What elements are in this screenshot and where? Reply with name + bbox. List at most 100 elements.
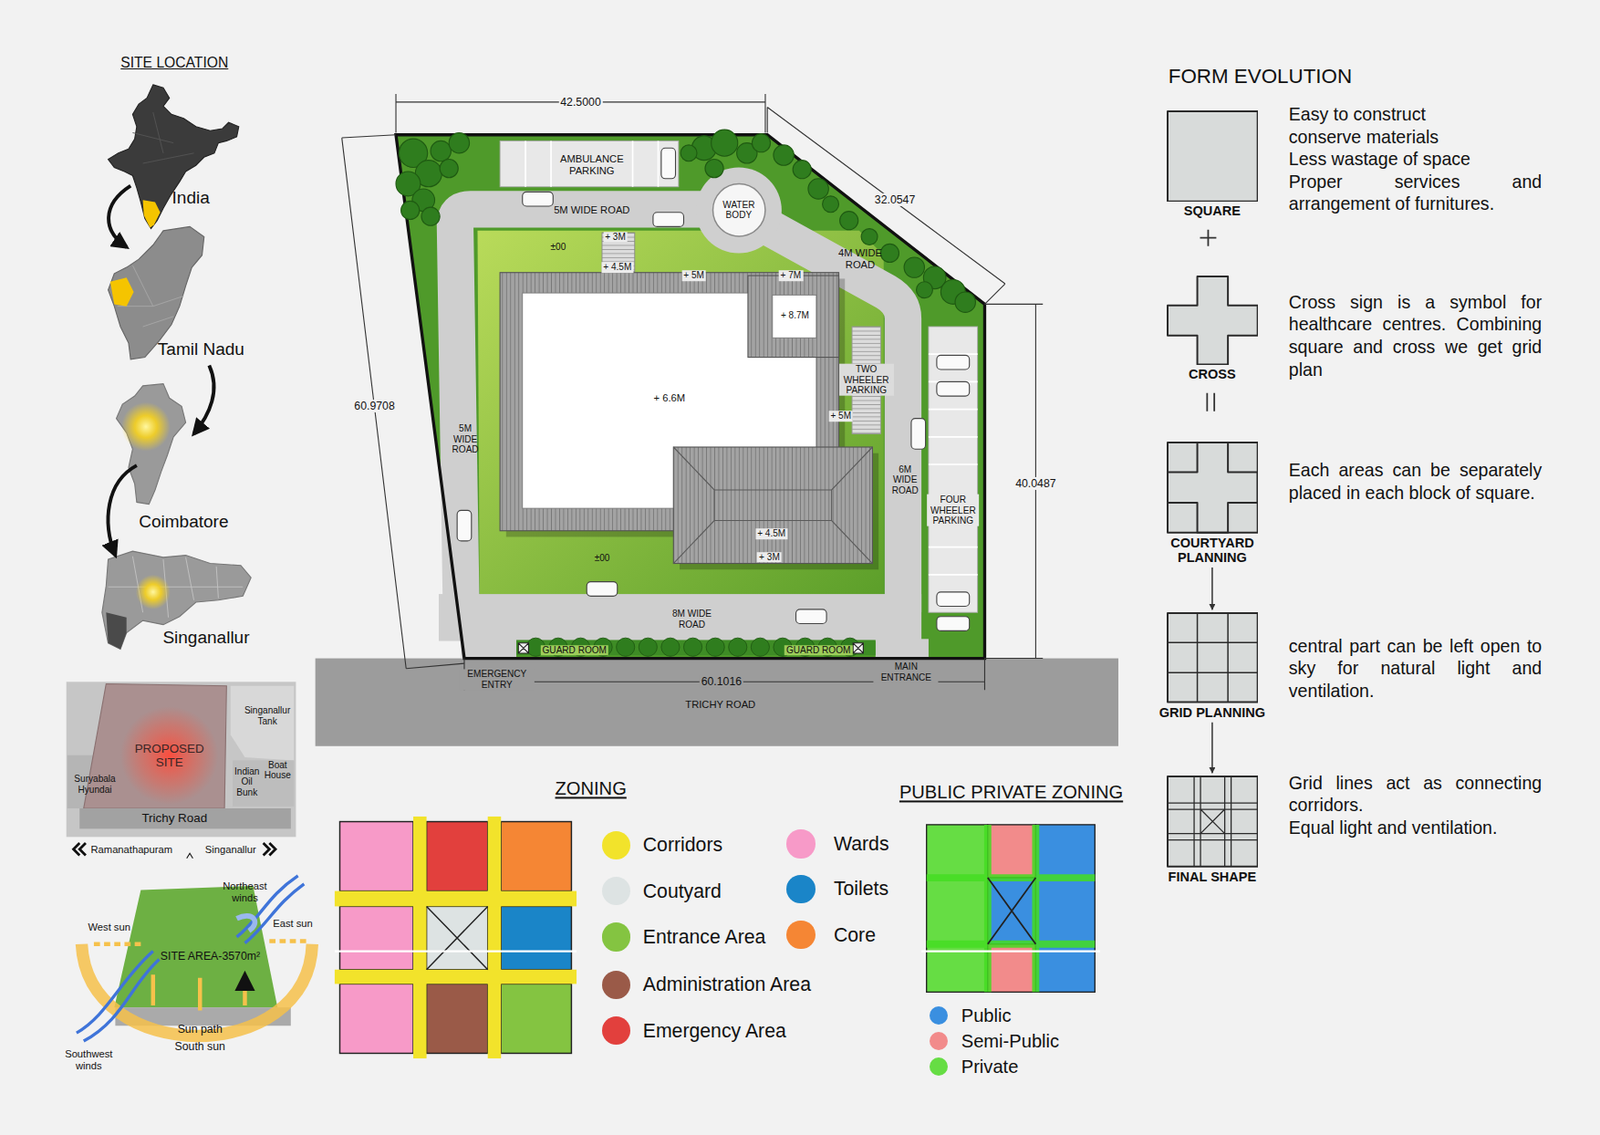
legend-swatch: [786, 829, 815, 858]
legend-swatch: [602, 922, 631, 951]
cross-outline: [1167, 276, 1258, 364]
site-plan: [499, 140, 679, 187]
level-label: + 6.6M: [654, 392, 686, 405]
form-shape-shape: [1166, 612, 1259, 704]
level-label: ±00: [594, 552, 611, 564]
legend-text: Wards: [833, 832, 890, 856]
site-plan: [673, 446, 873, 564]
legend-swatch: [602, 1016, 631, 1045]
road-label: TRICHY ROAD: [685, 697, 756, 710]
tree: [448, 132, 469, 153]
tree: [808, 178, 829, 199]
road-label: 4M WIDE ROAD: [834, 247, 886, 271]
section-heading: FORM EVOLUTION: [1168, 64, 1352, 89]
car: [936, 381, 970, 396]
tree: [773, 145, 794, 166]
tree: [822, 196, 840, 213]
tree: [840, 211, 859, 230]
tree: [861, 228, 878, 246]
legend-text: Entrance Area: [643, 924, 767, 948]
climate-label: Sun path: [177, 1021, 223, 1035]
site-plan: [673, 446, 873, 564]
site-plan: [477, 230, 884, 594]
car: [911, 418, 926, 450]
level-label: + 3M: [602, 231, 628, 243]
description-text: Grid lines act as connecting corridors.: [1288, 771, 1542, 817]
map-label: PROPOSED SITE: [128, 740, 210, 769]
form-shape-shape: [1166, 275, 1259, 365]
dimension-label: 32.0547: [872, 193, 917, 207]
legend-text: Administration Area: [643, 973, 811, 997]
final-outline: [1167, 776, 1258, 867]
climate-label: West sun: [87, 920, 130, 933]
courtyard-outline: [1167, 442, 1258, 533]
legend-swatch: [602, 876, 631, 905]
node-label: WATER BODY: [716, 199, 760, 220]
zoning-grid: [426, 983, 489, 1053]
tree: [792, 160, 811, 179]
map-label: Indian Oil Bunk: [230, 766, 264, 799]
coimbatore-map: [116, 384, 187, 505]
node-label: SQUARE: [1155, 203, 1268, 219]
climate-label: Northeast winds: [214, 880, 276, 904]
form-shape: GRID PLANNING: [1155, 612, 1268, 720]
map-label: Boat House: [260, 759, 294, 781]
public-private-grid: [921, 824, 1101, 992]
site-plan: [875, 638, 929, 658]
tree: [401, 200, 420, 219]
climate-diagram: [93, 940, 307, 944]
india-map: [143, 199, 161, 228]
zoning-grid: [340, 821, 415, 892]
final-outline: [1167, 776, 1258, 867]
zoning-grid: [334, 891, 577, 907]
tree: [705, 159, 724, 178]
climate-diagram: [76, 951, 160, 1041]
flow-arrow: [108, 465, 137, 555]
description-text: central part can be left open to sky for…: [1288, 634, 1542, 703]
car: [661, 147, 676, 179]
section-heading: ZONING: [555, 778, 627, 800]
dimension-line: [767, 107, 1006, 305]
description-text: Each areas can be separately placed in e…: [1288, 458, 1542, 504]
site-plan: [928, 326, 978, 613]
tree: [955, 291, 976, 312]
legend-swatch: [929, 1031, 948, 1050]
public-private-grid: [926, 824, 988, 992]
car: [457, 147, 970, 631]
form-symbol: [1200, 229, 1217, 247]
road-label: 5M WIDE ROAD: [449, 423, 481, 456]
zoning-grid: [426, 905, 489, 969]
zoning-grid: [340, 905, 415, 969]
tree: [880, 243, 899, 262]
dimension-label: 42.5000: [558, 95, 603, 109]
zoning-grid: [500, 905, 572, 969]
grid-outline: [1167, 612, 1258, 703]
hedge: [638, 637, 657, 656]
legend-swatch: [602, 831, 631, 860]
hedge: [616, 637, 635, 656]
public-private-grid: [921, 949, 1101, 952]
dimension-label: 40.0487: [1013, 477, 1058, 490]
zoning-grid: [488, 816, 502, 1059]
climate-label: SITE AREA-3570m²: [160, 949, 260, 963]
form-shape-shape: [1166, 110, 1259, 203]
legend-text: Core: [833, 923, 876, 946]
zoning-grid: [334, 969, 577, 985]
climate-label: Southwest winds: [58, 1048, 120, 1072]
legend-text: Corridors: [643, 833, 723, 857]
description-text: Less wastage of space: [1288, 147, 1542, 171]
zoning-grid: [500, 983, 572, 1053]
direction-label: Singanallur: [205, 842, 257, 855]
site-plan: [461, 638, 517, 658]
legend-text: Toilets: [833, 877, 889, 901]
zoning-grid: [426, 905, 489, 969]
hedge: [706, 637, 725, 656]
legend-text: Public: [961, 1005, 1012, 1027]
car: [936, 354, 970, 370]
description-text: Cross sign is a symbol for healthcare ce…: [1288, 290, 1542, 381]
car: [936, 592, 970, 607]
description-text: Equal light and ventilation.: [1288, 816, 1542, 840]
place-label: Tamil Nadu: [157, 339, 245, 360]
public-private-grid: [987, 877, 1037, 945]
